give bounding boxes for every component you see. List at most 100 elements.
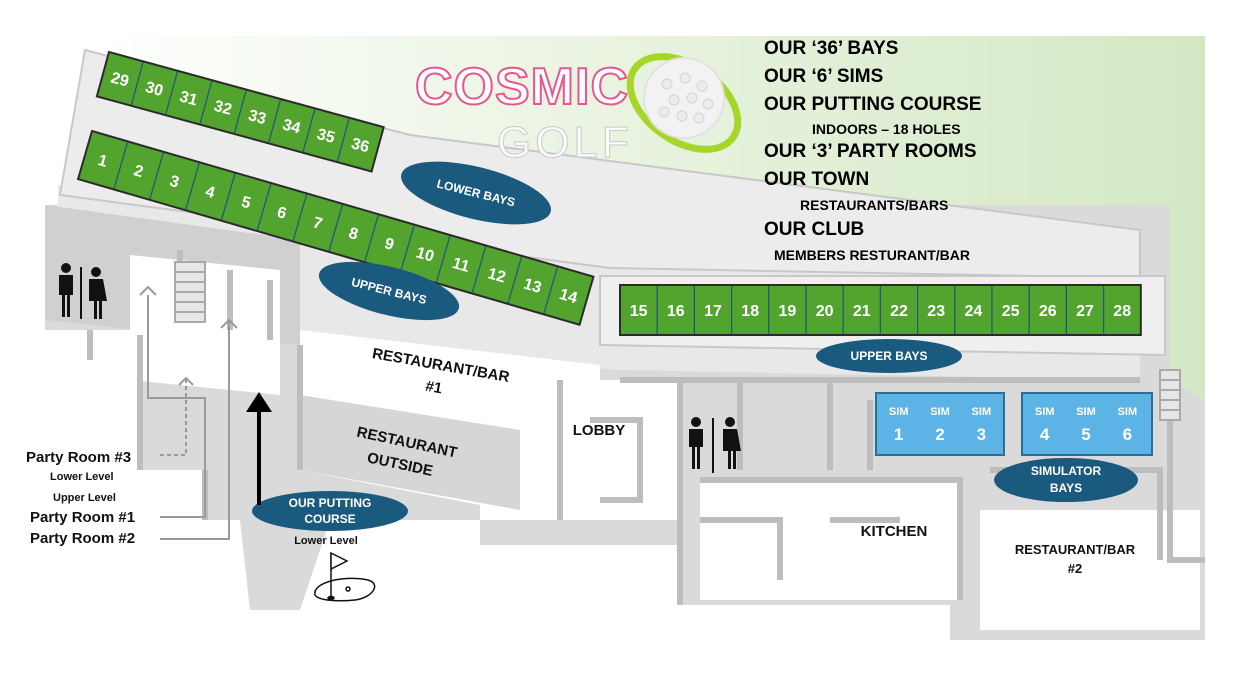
sim-prefix: SIM (889, 406, 909, 418)
badge-upper-bays-right-label: UPPER BAYS (851, 349, 928, 363)
stairs-icon (174, 261, 1181, 421)
bay-number: 23 (927, 303, 945, 320)
bay-16[interactable]: 16 (656, 284, 696, 336)
bay-number: 14 (557, 286, 579, 307)
sim-number: 3 (977, 425, 986, 444)
bay-15[interactable]: 15 (619, 284, 658, 336)
bay-number: 24 (965, 303, 983, 320)
party-room-3-level: Lower Level (50, 471, 114, 483)
badge-putting-line1: OUR PUTTING (289, 496, 372, 510)
bay-number: 11 (450, 255, 471, 276)
putting-course-arrow (246, 392, 272, 505)
bay-number: 25 (1002, 303, 1020, 320)
bay-number: 35 (315, 126, 337, 147)
bay-number: 21 (853, 303, 871, 320)
bay-tile[interactable] (879, 284, 919, 336)
bay-25[interactable]: 25 (991, 284, 1030, 336)
badge-simulator-line2: BAYS (1050, 481, 1082, 495)
putting-level-label: Lower Level (294, 535, 358, 547)
bay-17[interactable]: 17 (693, 284, 733, 336)
sim-number: 4 (1040, 425, 1050, 444)
cosmic-golf-logo: COSMIC GOLF (414, 53, 742, 168)
bay-26[interactable]: 26 (1028, 284, 1068, 336)
bay-4[interactable]: 4 (184, 161, 237, 222)
lobby-label: LOBBY (573, 422, 626, 439)
bay-24[interactable]: 24 (954, 284, 993, 336)
bay-number: 18 (741, 303, 759, 320)
bay-number: 15 (630, 303, 648, 320)
bay-number: 13 (521, 276, 543, 297)
bay-20[interactable]: 20 (805, 284, 844, 336)
legend-club-detail: MEMBERS RESTURANT/BAR (774, 247, 970, 263)
legend-putting-course: OUR PUTTING COURSE (764, 94, 982, 115)
bay-31[interactable]: 31 (164, 70, 213, 126)
bay-28[interactable]: 28 (1103, 284, 1142, 336)
bay-30[interactable]: 30 (130, 60, 179, 116)
bay-35[interactable]: 35 (302, 107, 351, 163)
sim-number: 2 (935, 425, 944, 444)
sim-4[interactable]: SIM 4 (1035, 406, 1055, 444)
bay-row-frame (95, 50, 385, 173)
bay-19[interactable]: 19 (768, 284, 807, 336)
restaurant-2-label-line2: #2 (1068, 561, 1082, 576)
bay-tile[interactable] (1028, 284, 1068, 336)
restroom-icon (59, 263, 107, 319)
bay-number: 16 (667, 303, 685, 320)
bay-number: 26 (1039, 303, 1057, 320)
badge-simulator-line1: SIMULATOR (1031, 464, 1102, 478)
legend-bays: OUR ‘36’ BAYS (764, 38, 899, 59)
bay-number: 27 (1076, 303, 1094, 320)
legend-town: OUR TOWN (764, 169, 870, 190)
bay-tile[interactable] (768, 284, 807, 336)
bay-7[interactable]: 7 (292, 192, 344, 253)
logo-word-cosmic: COSMIC (415, 58, 629, 116)
bay-tile[interactable] (1065, 284, 1105, 336)
bay-29[interactable]: 29 (96, 51, 145, 107)
bay-number: 17 (704, 303, 722, 320)
party-room-2-label: Party Room #2 (30, 530, 136, 547)
sim-prefix: SIM (1118, 406, 1138, 418)
badge-simulator-bays: SIMULATOR BAYS (994, 458, 1138, 502)
badge-putting-course: OUR PUTTING COURSE (252, 491, 408, 531)
legend-party-rooms: OUR ‘3’ PARTY ROOMS (764, 141, 977, 162)
bay-34[interactable]: 34 (267, 98, 316, 154)
sim-prefix: SIM (1035, 406, 1055, 418)
bay-number: 32 (212, 98, 234, 119)
logo-word-golf: GOLF (497, 118, 633, 167)
bay-3[interactable]: 3 (148, 151, 201, 211)
bay-33[interactable]: 33 (233, 88, 282, 145)
bay-number: 12 (486, 265, 508, 286)
bay-number: 20 (816, 303, 834, 320)
bay-number: 10 (414, 244, 436, 265)
bay-number: 19 (779, 303, 797, 320)
party-room-1-label: Party Room #1 (30, 509, 136, 526)
badge-upper-bays-right: UPPER BAYS (816, 339, 962, 373)
bay-22[interactable]: 22 (879, 284, 919, 336)
bay-number: 36 (349, 135, 371, 156)
sim-prefix: SIM (1076, 406, 1096, 418)
bay-21[interactable]: 21 (842, 284, 881, 336)
putting-green-flag-icon (314, 551, 376, 602)
legend-putting-detail: INDOORS – 18 HOLES (812, 121, 961, 137)
party-room-3-label: Party Room #3 (26, 449, 132, 466)
party-room-1-level: Upper Level (53, 492, 116, 504)
badge-putting-line2: COURSE (304, 512, 355, 526)
bay-23[interactable]: 23 (917, 284, 956, 336)
bay-18[interactable]: 18 (730, 284, 770, 336)
kitchen-label: KITCHEN (861, 523, 928, 540)
bay-tile[interactable] (991, 284, 1030, 336)
bay-27[interactable]: 27 (1065, 284, 1105, 336)
party-room-routes (139, 285, 238, 540)
bay-tile[interactable] (954, 284, 993, 336)
legend-town-detail: RESTAURANTS/BARS (800, 197, 949, 213)
bay-number: 29 (109, 70, 131, 91)
badge-lower-bays: LOWER BAYS (401, 161, 551, 225)
restroom-icon (689, 417, 741, 473)
